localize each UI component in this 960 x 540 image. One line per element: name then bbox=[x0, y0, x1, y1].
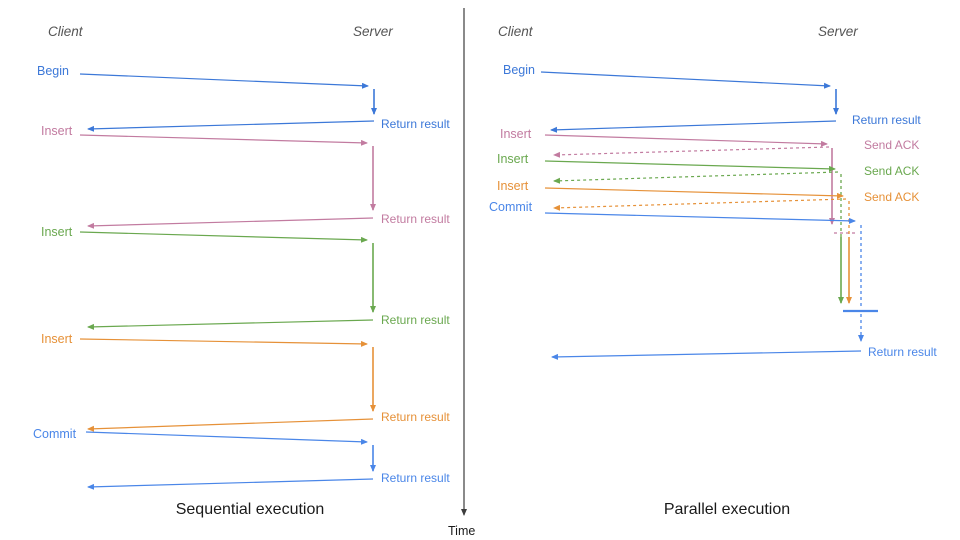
ack-arrow bbox=[553, 171, 839, 184]
seq-insert2-response-label: Return result bbox=[381, 313, 450, 327]
request-arrow bbox=[85, 431, 368, 445]
par-insert3-ack-label: Send ACK bbox=[864, 190, 920, 204]
response-arrow bbox=[87, 217, 374, 229]
seq-panel-title: Sequential execution bbox=[175, 501, 325, 518]
par-insert2-ack-label: Send ACK bbox=[864, 164, 920, 178]
seq-insert1-call bbox=[79, 134, 376, 229]
seq-client-header: Client bbox=[48, 24, 83, 39]
seq-commit-call bbox=[85, 431, 376, 490]
par-insert1-label: Insert bbox=[500, 127, 532, 141]
seq-insert3-label: Insert bbox=[41, 332, 73, 346]
response-arrow bbox=[551, 350, 862, 360]
request-arrow bbox=[544, 187, 844, 199]
request-arrow bbox=[544, 160, 836, 172]
seq-insert1-response-label: Return result bbox=[381, 212, 450, 226]
response-arrow bbox=[87, 120, 375, 132]
response-arrow bbox=[87, 418, 374, 432]
par-insert2-call bbox=[544, 160, 844, 304]
par-commit-label: Commit bbox=[489, 200, 533, 214]
par-begin-call bbox=[540, 71, 839, 133]
ack-arrow bbox=[553, 198, 847, 211]
par-commit-response-label: Return result bbox=[868, 345, 937, 359]
par-insert1-ack-label: Send ACK bbox=[864, 138, 920, 152]
par-panel-title: Parallel execution bbox=[663, 501, 791, 518]
response-arrow bbox=[550, 120, 837, 133]
seq-begin-call bbox=[79, 73, 377, 132]
response-arrow bbox=[87, 478, 374, 490]
seq-insert3-response-label: Return result bbox=[381, 410, 450, 424]
request-arrow bbox=[79, 73, 369, 89]
par-server-header: Server bbox=[818, 24, 858, 39]
ack-arrow bbox=[553, 146, 830, 158]
par-begin-response-label: Return result bbox=[852, 113, 921, 127]
time-axis-label: Time bbox=[448, 524, 476, 538]
par-insert3-label: Insert bbox=[497, 179, 529, 193]
seq-commit-response-label: Return result bbox=[381, 471, 450, 485]
par-commit-call bbox=[544, 212, 878, 360]
seq-insert3-call bbox=[79, 338, 376, 432]
seq-insert1-label: Insert bbox=[41, 124, 73, 138]
par-insert2-label: Insert bbox=[497, 152, 529, 166]
request-arrow bbox=[79, 134, 368, 146]
par-client-header: Client bbox=[498, 24, 533, 39]
seq-insert2-label: Insert bbox=[41, 225, 73, 239]
par-begin-label: Begin bbox=[503, 63, 535, 77]
par-insert1-call bbox=[544, 134, 856, 234]
request-arrow bbox=[544, 134, 828, 147]
seq-commit-label: Commit bbox=[33, 427, 77, 441]
request-arrow bbox=[79, 231, 368, 243]
request-arrow bbox=[79, 338, 368, 347]
request-arrow bbox=[540, 71, 831, 89]
seq-server-header: Server bbox=[353, 24, 393, 39]
response-arrow bbox=[87, 319, 374, 330]
request-arrow bbox=[544, 212, 856, 224]
seq-insert2-call bbox=[79, 231, 376, 330]
seq-begin-label: Begin bbox=[37, 64, 69, 78]
seq-begin-response-label: Return result bbox=[381, 117, 450, 131]
par-insert3-call bbox=[544, 187, 852, 304]
